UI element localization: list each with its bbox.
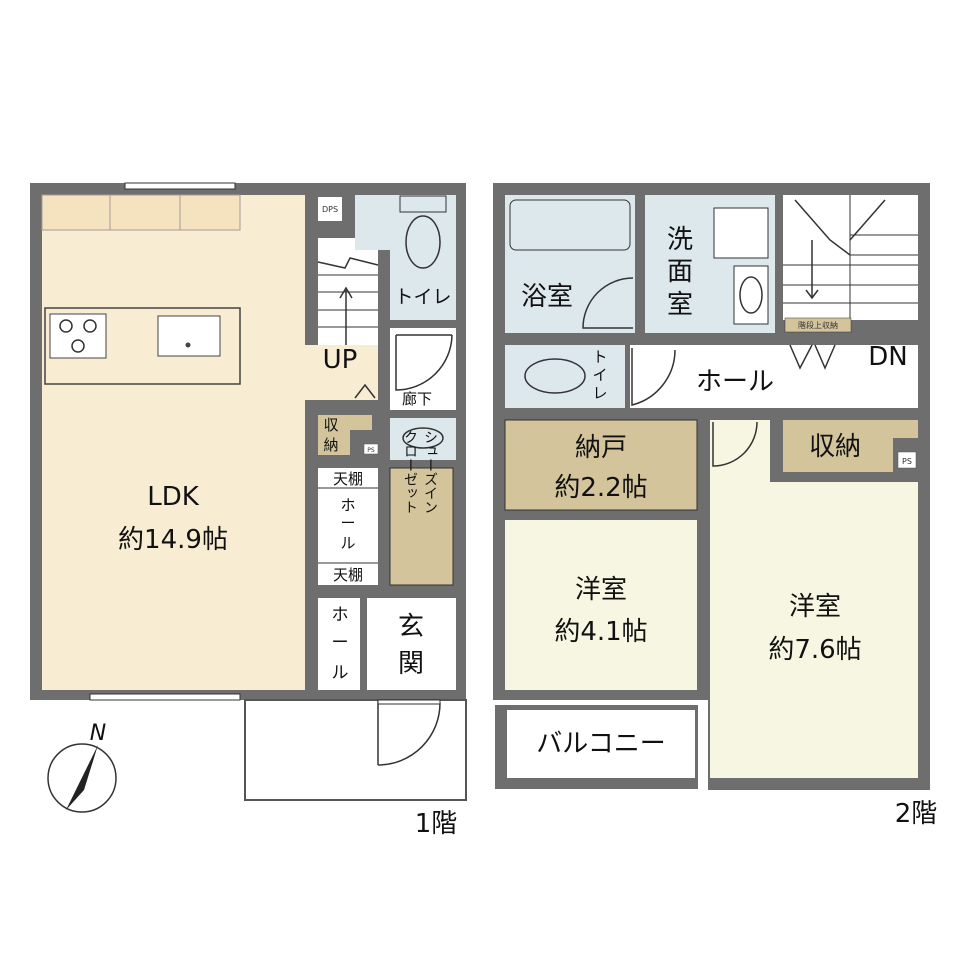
- balcony-label: バルコニー: [536, 729, 665, 759]
- toilet-label: レ: [592, 384, 607, 402]
- stair-arrow-icon: [354, 383, 376, 399]
- hall-label: ル: [340, 534, 355, 552]
- hall-label: ル: [332, 663, 349, 683]
- hall-label: ホール: [696, 367, 774, 397]
- bath-label: 浴室: [521, 282, 573, 312]
- hall-label: ー: [340, 514, 355, 532]
- hall-label: ホ: [340, 496, 355, 514]
- washroom-label: 洗: [667, 225, 693, 255]
- washbasin-icon: [402, 427, 444, 449]
- room-washroom: 洗 面 室: [645, 195, 775, 333]
- washbasin-area: [390, 418, 456, 460]
- room-bath: 浴室: [505, 195, 635, 333]
- entrance-label: 玄: [398, 612, 424, 642]
- window: [89, 693, 241, 701]
- washer-icon: [713, 207, 769, 259]
- door-swing: [395, 334, 453, 391]
- corridor-label: 廊下: [402, 390, 432, 408]
- room-large-size: 約7.6帖: [768, 635, 861, 665]
- storage-2f[interactable]: 収納 PS: [783, 420, 918, 472]
- room-toilet-2f: ト イ レ: [505, 345, 625, 408]
- porch: [244, 699, 467, 801]
- washbasin-icon: [739, 276, 763, 314]
- north-label: N: [90, 721, 106, 746]
- storage-label: 収納: [809, 432, 861, 462]
- floor-2: 浴室 洗 面 室 階段上収納 ト イ レ: [493, 183, 937, 829]
- storage-label: 収: [323, 416, 338, 434]
- balcony: バルコニー: [495, 705, 698, 789]
- door-swing: [582, 277, 634, 329]
- stove-icon: [49, 313, 107, 359]
- compass-icon: N: [47, 721, 117, 813]
- floor-2-label: 2階: [895, 799, 938, 829]
- toilet-icon: [524, 358, 586, 394]
- dps-box: [318, 197, 342, 221]
- room-large-label: 洋室: [789, 592, 841, 622]
- dn-label: DN: [868, 342, 907, 372]
- up-label: UP: [323, 345, 358, 375]
- room-hall-2f: ホール DN: [630, 342, 918, 408]
- hall-label: ー: [332, 633, 349, 653]
- room-hall-upper: 天棚 天棚 ホ ー ル: [318, 468, 378, 585]
- ps-box: [363, 443, 379, 455]
- upper-cabinets: [41, 194, 241, 231]
- toilet-label: トイレ: [394, 286, 451, 308]
- room-corridor: 廊下: [390, 328, 456, 410]
- floor-1: LDK 約14.9帖 UP DPS トイレ: [30, 182, 467, 839]
- shelf-label: 天棚: [333, 566, 363, 584]
- shoe-closet-label: クローゼット: [402, 430, 418, 514]
- stairs-1f[interactable]: [317, 238, 379, 345]
- washroom-label: 面: [667, 257, 693, 287]
- room-ldk: LDK 約14.9帖 UP: [41, 194, 378, 690]
- closet-room-label: 納戸: [575, 433, 627, 463]
- ldk-size: 約14.9帖: [118, 525, 228, 555]
- stair-storage[interactable]: [784, 317, 852, 333]
- floor-1-label: 1階: [415, 809, 458, 839]
- shelf-label: 天棚: [333, 470, 363, 488]
- shoe-closet-label: シューズイン: [422, 430, 438, 514]
- washroom-label: 室: [667, 290, 693, 320]
- storage-1f[interactable]: [318, 415, 372, 455]
- ps-box: [897, 451, 917, 469]
- hall-label: ホ: [332, 605, 349, 625]
- dps-label: DPS: [322, 205, 338, 214]
- shoe-closet[interactable]: シューズイン クローゼット: [389, 430, 454, 586]
- entrance-label: 関: [398, 649, 424, 679]
- closet-room-size: 約2.2帖: [554, 473, 647, 503]
- room-small-label: 洋室: [575, 575, 627, 605]
- ps-label: PS: [902, 457, 912, 466]
- room-western-large: 洋室 約7.6帖: [710, 420, 918, 778]
- storage-label: 納: [323, 436, 338, 454]
- room-entrance: [367, 598, 456, 690]
- stair-storage-label: 階段上収納: [798, 320, 838, 330]
- room-small-size: 約4.1帖: [554, 617, 647, 647]
- entrance-door: [377, 699, 441, 705]
- entrance-door-swing: [377, 700, 441, 766]
- sink-icon: [157, 315, 221, 357]
- stairs-2f[interactable]: [783, 195, 918, 320]
- room-hall-lower: [318, 598, 360, 690]
- ldk-label: LDK: [147, 482, 200, 512]
- closet-room[interactable]: 納戸 約2.2帖: [504, 419, 698, 511]
- bathtub-icon: [509, 199, 631, 251]
- window: [124, 182, 236, 190]
- room-western-small: 洋室 約4.1帖: [505, 520, 697, 690]
- room-toilet-1f: トイレ: [355, 195, 456, 320]
- toilet-label: イ: [592, 366, 607, 384]
- ps-label: PS: [367, 447, 375, 454]
- toilet-label: ト: [592, 348, 607, 366]
- toilet-icon: [405, 215, 441, 269]
